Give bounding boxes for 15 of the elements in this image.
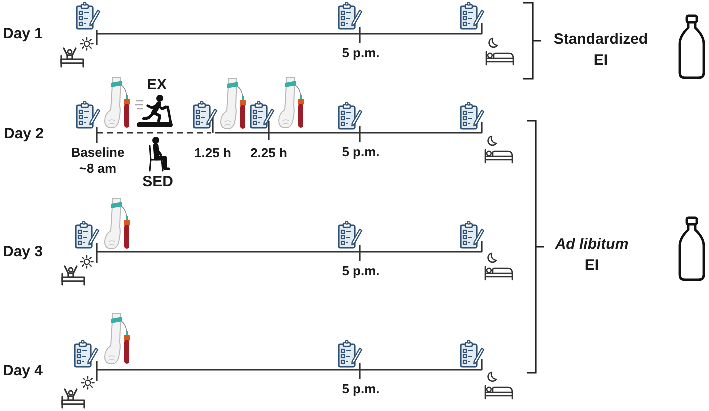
condition-label: SED: [142, 174, 174, 190]
group-label: Standardized EI: [552, 30, 650, 71]
condition-label: EX: [147, 76, 167, 94]
time-label: 5 p.m.: [342, 382, 380, 396]
day-label: Day 3: [2, 244, 44, 260]
time-label: 2.25 h: [250, 146, 288, 160]
time-label: 1.25 h: [194, 146, 232, 160]
time-label: Baseline ~8 am: [70, 145, 126, 177]
time-label: 5 p.m.: [342, 144, 380, 160]
time-label: 5 p.m.: [342, 264, 380, 278]
day-label: Day 2: [4, 126, 44, 142]
group-label: Ad libitum EI: [554, 235, 630, 276]
time-label: 5 p.m.: [342, 46, 380, 60]
day-label: Day 4: [2, 362, 44, 380]
day-label: Day 1: [2, 26, 44, 42]
